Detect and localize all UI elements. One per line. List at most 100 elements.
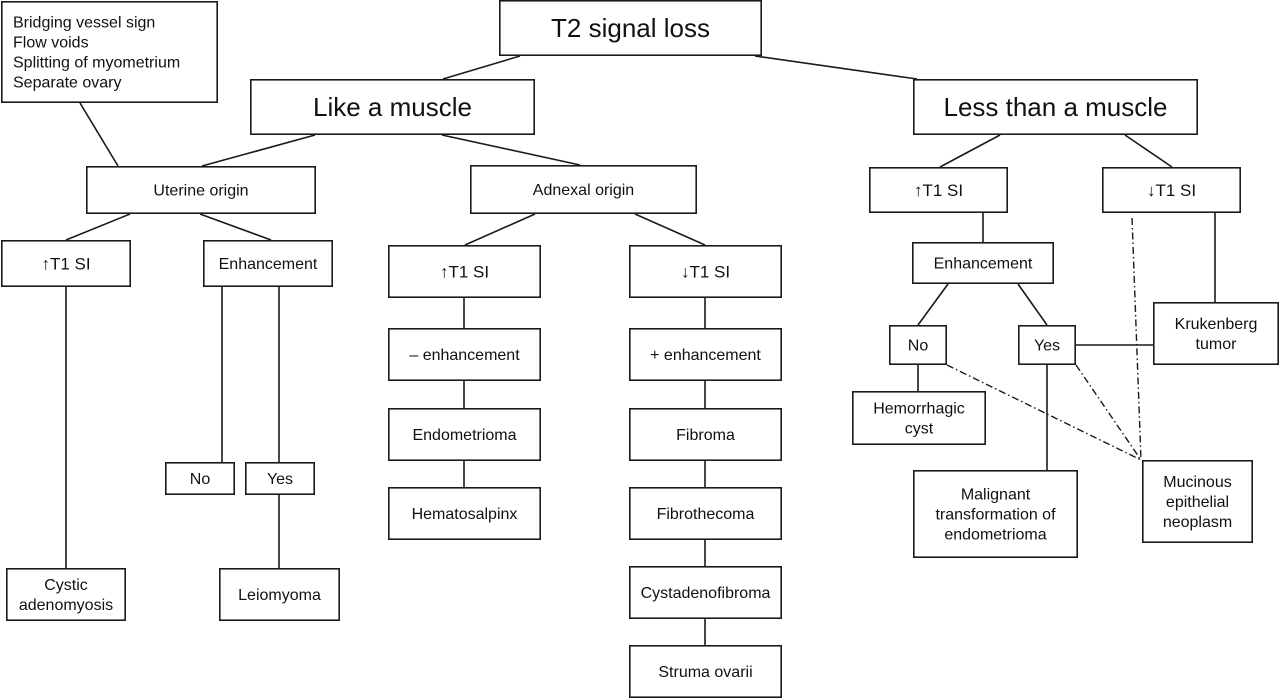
connector-root-to-like-muscle bbox=[442, 55, 521, 80]
node-endometrioma: Endometrioma bbox=[387, 407, 541, 461]
node-label: Bridging vessel sign bbox=[13, 15, 155, 32]
node-box bbox=[628, 407, 782, 461]
node-ut-no: No bbox=[165, 461, 236, 495]
node-minus-enh: – enhancement bbox=[387, 327, 541, 381]
node-ut-yes: Yes bbox=[245, 461, 316, 495]
connector-ls-enh-to-ls-no bbox=[917, 283, 949, 326]
node-ut-enh: Enhancement bbox=[203, 240, 333, 288]
node-label: Enhancement bbox=[219, 256, 318, 273]
dashed-connector-ls-t1-low-to-mucinous bbox=[1131, 217, 1142, 461]
node-label: Adnexal origin bbox=[533, 182, 634, 199]
node-label: cyst bbox=[905, 421, 934, 438]
node-label: Malignant bbox=[961, 487, 1031, 504]
node-box bbox=[469, 165, 697, 215]
node-label: Less than a muscle bbox=[943, 92, 1167, 122]
node-ut-t1-high: ↑T1 SI bbox=[0, 240, 131, 288]
node-label: Mucinous bbox=[1163, 474, 1231, 491]
node-label: Yes bbox=[267, 471, 293, 488]
node-cystadenofibroma: Cystadenofibroma bbox=[628, 565, 782, 619]
connector-adnexal-to-ad-t1-high bbox=[464, 213, 536, 246]
node-label: Hematosalpinx bbox=[412, 506, 518, 523]
node-box bbox=[628, 327, 782, 381]
node-box bbox=[1142, 459, 1254, 543]
node-malignant: Malignant transformation of endometrioma bbox=[912, 469, 1078, 558]
node-box bbox=[387, 407, 541, 461]
node-hematosalpinx: Hematosalpinx bbox=[387, 486, 541, 540]
node-label: Krukenberg bbox=[1175, 316, 1258, 333]
connector-uterine-to-ut-enh bbox=[199, 213, 272, 241]
node-label: No bbox=[908, 338, 929, 355]
node-label: ↑T1 SI bbox=[440, 262, 489, 281]
node-ls-t1-low: ↓T1 SI bbox=[1102, 167, 1242, 214]
node-adnexal: Adnexal origin bbox=[469, 165, 697, 215]
node-label: ↑T1 SI bbox=[41, 254, 90, 273]
node-box bbox=[1153, 301, 1280, 365]
node-box bbox=[1102, 167, 1242, 214]
dashed-connector-ls-no-to-mucinous bbox=[946, 364, 1142, 461]
node-box bbox=[250, 79, 535, 136]
node-label: Fibroma bbox=[676, 427, 735, 444]
node-cystic-adeno: Cystic adenomyosis bbox=[6, 567, 127, 621]
node-label: T2 signal loss bbox=[551, 13, 710, 43]
node-box bbox=[6, 567, 127, 621]
node-label: Splitting of myometrium bbox=[13, 55, 180, 72]
connector-uterine-to-ut-t1-high bbox=[65, 213, 131, 241]
node-ls-t1-high: ↑T1 SI bbox=[868, 167, 1008, 214]
connector-less-muscle-to-ls-t1-high bbox=[939, 134, 1001, 168]
node-ad-t1-low: ↓T1 SI bbox=[628, 245, 782, 299]
node-box bbox=[628, 565, 782, 619]
node-box bbox=[911, 242, 1054, 285]
node-label: ↓T1 SI bbox=[681, 262, 730, 281]
edges-layer bbox=[65, 55, 1216, 645]
node-leiomyoma: Leiomyoma bbox=[219, 567, 341, 621]
node-box bbox=[628, 644, 782, 698]
node-label: Separate ovary bbox=[13, 75, 122, 92]
connector-like-muscle-to-adnexal bbox=[441, 134, 581, 166]
node-label: Struma ovarii bbox=[658, 664, 752, 681]
node-like-muscle: Like a muscle bbox=[250, 79, 535, 136]
node-box bbox=[165, 461, 236, 495]
node-mucinous: Mucinous epithelial neoplasm bbox=[1142, 459, 1254, 543]
node-hemorrhagic: Hemorrhagic cyst bbox=[851, 390, 986, 445]
node-box bbox=[387, 486, 541, 540]
node-fibrothecoma: Fibrothecoma bbox=[628, 486, 782, 540]
node-label: transformation of bbox=[935, 507, 1056, 524]
node-ls-enh: Enhancement bbox=[911, 242, 1054, 285]
node-label: Leiomyoma bbox=[238, 587, 321, 604]
connector-root-to-less-muscle bbox=[754, 55, 918, 80]
connector-less-muscle-to-ls-t1-low bbox=[1124, 134, 1173, 168]
node-box bbox=[628, 486, 782, 540]
node-box bbox=[498, 0, 762, 57]
node-box bbox=[86, 166, 316, 215]
node-box bbox=[1017, 324, 1076, 365]
node-ls-no: No bbox=[888, 324, 947, 365]
node-label: neoplasm bbox=[1163, 514, 1232, 531]
node-root: T2 signal loss bbox=[498, 0, 762, 57]
node-label: adenomyosis bbox=[19, 597, 113, 614]
connector-like-muscle-to-uterine bbox=[201, 134, 316, 167]
node-label: Hemorrhagic bbox=[873, 401, 965, 418]
node-label: ↓T1 SI bbox=[1147, 181, 1196, 200]
node-label: Cystic bbox=[44, 577, 88, 594]
node-label: epithelial bbox=[1166, 494, 1229, 511]
node-box bbox=[628, 245, 782, 299]
node-box bbox=[245, 461, 316, 495]
dashed-connector-ls-yes-to-mucinous bbox=[1075, 364, 1142, 461]
node-label: Flow voids bbox=[13, 35, 89, 52]
node-box bbox=[387, 327, 541, 381]
node-box bbox=[868, 167, 1008, 214]
connector-adnexal-to-ad-t1-low bbox=[634, 213, 706, 246]
connector-signs-to-uterine bbox=[79, 102, 119, 167]
node-label: No bbox=[190, 471, 211, 488]
node-label: Enhancement bbox=[934, 256, 1033, 273]
node-box bbox=[912, 469, 1078, 558]
node-label: Uterine origin bbox=[153, 183, 248, 200]
node-box bbox=[888, 324, 947, 365]
node-label: – enhancement bbox=[409, 347, 520, 364]
node-label: Fibrothecoma bbox=[657, 506, 755, 523]
node-box bbox=[203, 240, 333, 288]
node-box bbox=[387, 245, 541, 299]
node-label: endometrioma bbox=[944, 527, 1046, 544]
